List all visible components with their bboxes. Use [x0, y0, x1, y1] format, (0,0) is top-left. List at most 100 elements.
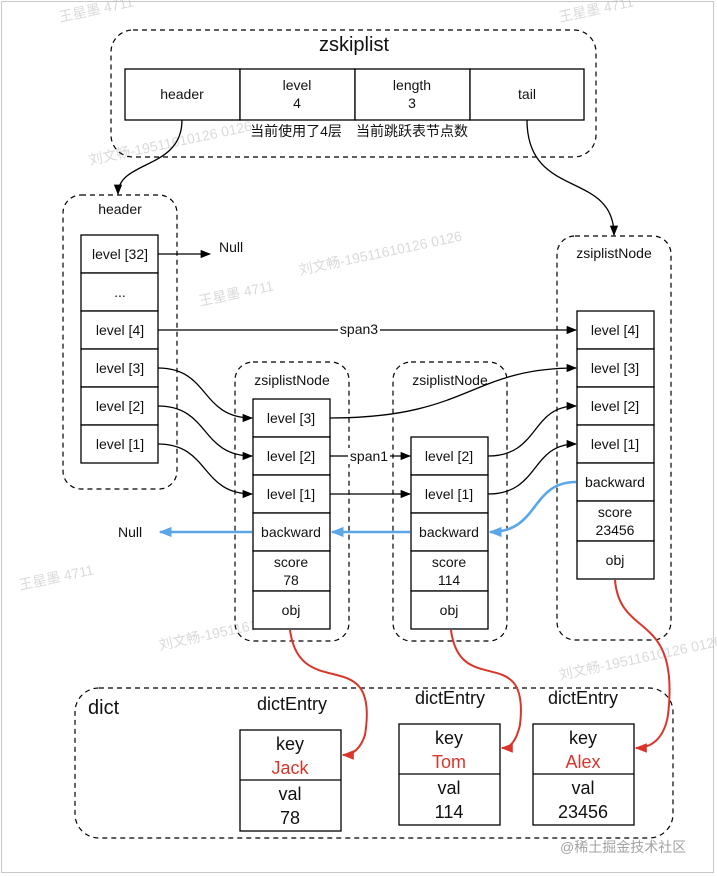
node2-level1-arrow [487, 439, 578, 495]
level-label: level [3] [96, 360, 144, 376]
header-level2-arrow [157, 405, 254, 461]
node2-score [410, 550, 489, 592]
zskiplist-header-field [124, 68, 241, 121]
span1-label-bg [348, 448, 390, 464]
level-label: level [1] [267, 486, 315, 502]
field-label: length [393, 77, 431, 93]
zskiplist-level-field [239, 68, 356, 121]
backward-label: backward [261, 524, 321, 540]
level-note: 当前使用了4层 [250, 123, 342, 139]
node3-backward-arrow [488, 480, 577, 538]
level-label: level [3] [267, 410, 315, 426]
score-label: score [432, 554, 466, 570]
header-level-4 [80, 310, 159, 350]
dict-val-value: 114 [435, 802, 464, 822]
watermark-name: 王星墨 4711 [17, 561, 95, 592]
header-null-label: Null [219, 239, 243, 255]
span3-label: span3 [340, 321, 378, 337]
level-label: level [3] [591, 360, 639, 376]
header-level-3 [80, 348, 159, 388]
level-label: level [4] [591, 322, 639, 338]
dict-key-value: Jack [271, 758, 309, 778]
node1-score [252, 550, 331, 592]
skiplist-node-114: zsiplistNode level [2] level [1] backwar… [392, 361, 508, 642]
node3-obj [576, 540, 655, 580]
tail-pointer-arrow [526, 119, 619, 237]
dict-entry-title: dictEntry [415, 688, 485, 708]
header-level-ellipsis [80, 272, 159, 312]
backward-pointers: Null [118, 480, 577, 540]
score-value: 114 [438, 572, 461, 588]
backward-label: backward [419, 524, 479, 540]
dict-val-label: val [278, 784, 301, 804]
backward-label: backward [585, 474, 645, 490]
header-level-32 [80, 234, 159, 274]
node3-level-2 [576, 386, 655, 426]
dict-container [74, 687, 674, 839]
dict-entry-title: dictEntry [548, 688, 618, 708]
obj-pointers [289, 579, 671, 760]
field-value: 4 [293, 95, 301, 111]
header-level-1 [80, 424, 159, 464]
dict-key-label: key [569, 728, 597, 748]
field-label: level [283, 77, 312, 93]
zskiplist-container [110, 29, 597, 158]
zskiplist-length-field [354, 68, 471, 121]
node3-obj-arrow [614, 579, 671, 753]
watermark-phone: 刘文畅-19511610126 0126 [297, 228, 463, 278]
field-label: header [160, 86, 204, 102]
obj-label: obj [440, 602, 459, 618]
header-node: header level [32] ... level [4] level [3… [62, 194, 243, 490]
score-label: score [598, 504, 632, 520]
dict-key-label: key [276, 734, 304, 754]
node2-obj-arrow [450, 629, 522, 753]
node2-level2-arrow [487, 401, 578, 457]
node1-level3-arrow [329, 363, 578, 419]
dict-val-label: val [437, 778, 460, 798]
dict-title: dict [88, 697, 120, 719]
source-watermark: @稀土掘金技术社区 [560, 839, 686, 855]
dict-key-value: Tom [432, 752, 466, 772]
node1-backward [252, 512, 331, 552]
level-label: level [4] [96, 322, 144, 338]
level-label: level [1] [425, 486, 473, 502]
score-label: score [274, 554, 308, 570]
forward-pointers: span3 span1 [113, 119, 619, 499]
watermark-name: 王星墨 4711 [557, 0, 635, 25]
node1-title: zsiplistNode [254, 372, 330, 388]
dict-val-value: 78 [280, 808, 300, 828]
node2-backward [410, 512, 489, 552]
dict-val-value: 23456 [558, 802, 608, 822]
skiplist-node-23456: zsiplistNode level [4] level [3] level [… [556, 235, 672, 641]
dict-key-value: Alex [565, 752, 600, 772]
node3-backward [576, 462, 655, 502]
dict-struct: dict dictEntry key Jack val 78 dictEntry… [74, 687, 674, 839]
header-level3-arrow [157, 367, 254, 423]
watermark-phone: 刘文畅-19511610126 0126 [557, 633, 717, 683]
node3-level-1 [576, 424, 655, 464]
span1-label: span1 [350, 448, 388, 464]
dict-entry-title: dictEntry [257, 694, 327, 714]
node2-obj [410, 590, 489, 630]
zskiplist-title: zskiplist [319, 34, 389, 56]
header-level1-arrow [157, 443, 254, 499]
obj-label: obj [282, 602, 301, 618]
header-pointer-arrow [113, 119, 183, 196]
level-label: level [2] [591, 398, 639, 414]
node2-level-2 [410, 436, 489, 476]
dict-val-label: val [571, 778, 594, 798]
backward-null-label: Null [118, 524, 142, 540]
level-label: level [32] [92, 246, 148, 262]
header-node-title: header [98, 201, 142, 217]
node3-score [576, 500, 655, 542]
score-value: 78 [283, 572, 299, 588]
length-note: 当前跳跃表节点数 [356, 123, 468, 139]
level-label: level [1] [96, 436, 144, 452]
node2-title: zsiplistNode [412, 372, 488, 388]
watermark-name: 王星墨 4711 [197, 277, 275, 308]
level-label: level [2] [96, 398, 144, 414]
level-label: level [1] [591, 436, 639, 452]
